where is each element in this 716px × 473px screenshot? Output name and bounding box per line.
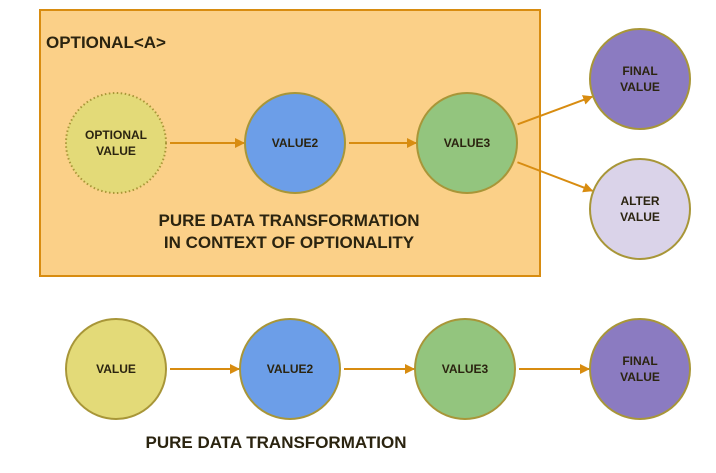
optional-node-shape-optional-value [65,92,167,194]
optional-edges [170,95,594,193]
optional-node-label-value2: VALUE2 [272,136,319,150]
optional-node-shape-value3 [416,92,518,194]
pure-node-label-value2: VALUE2 [267,362,314,376]
optional-node-label-final-value: FINAL [622,64,657,78]
pure-node-final-value: FINAL VALUE [589,318,691,420]
optional-node-shape-final-value [589,28,691,130]
optional-node-shape-value2 [244,92,346,194]
optional-node-optional-value: OPTIONAL VALUE [65,92,167,194]
optional-node-alter-value: ALTER VALUE [589,158,691,260]
pure-node-label-final-value: VALUE [620,370,660,384]
pure-caption: PURE DATA TRANSFORMATION [146,433,407,452]
optional-node-value2: VALUE2 [244,92,346,194]
pure-node-value: VALUE [65,318,167,420]
pure-node-value3: VALUE3 [414,318,516,420]
optional-arrow-value3-to-alter-value [517,161,594,193]
pure-node-value2: VALUE2 [239,318,341,420]
optional-node-label-optional-value: OPTIONAL [85,128,147,142]
pure-node-label-value3: VALUE3 [442,362,489,376]
optional-node-final-value: FINAL VALUE [589,28,691,130]
pure-node-shape-value3 [414,318,516,420]
pure-node-shape-value [65,318,167,420]
pure-node-label-final-value: FINAL [622,354,657,368]
optional-node-label-optional-value: VALUE [96,144,136,158]
optional-node-label-alter-value: ALTER [620,194,659,208]
optional-node-shape-alter-value [589,158,691,260]
pure-node-shape-final-value [589,318,691,420]
optional-node-label-final-value: VALUE [620,80,660,94]
pure-node-shape-value2 [239,318,341,420]
optional-caption-line1: PURE DATA TRANSFORMATION [159,211,420,230]
optional-caption-line2: IN CONTEXT OF OPTIONALITY [164,233,415,252]
optional-arrow-value3-to-final-value [517,95,594,126]
optional-node-label-alter-value: VALUE [620,210,660,224]
optional-container-title: OPTIONAL<A> [46,33,166,52]
optional-node-value3: VALUE3 [416,92,518,194]
pure-node-label-value: VALUE [96,362,136,376]
optional-node-label-value3: VALUE3 [444,136,491,150]
pure-nodes: VALUE VALUE2 VALUE3 FINAL VALUE [65,318,691,420]
